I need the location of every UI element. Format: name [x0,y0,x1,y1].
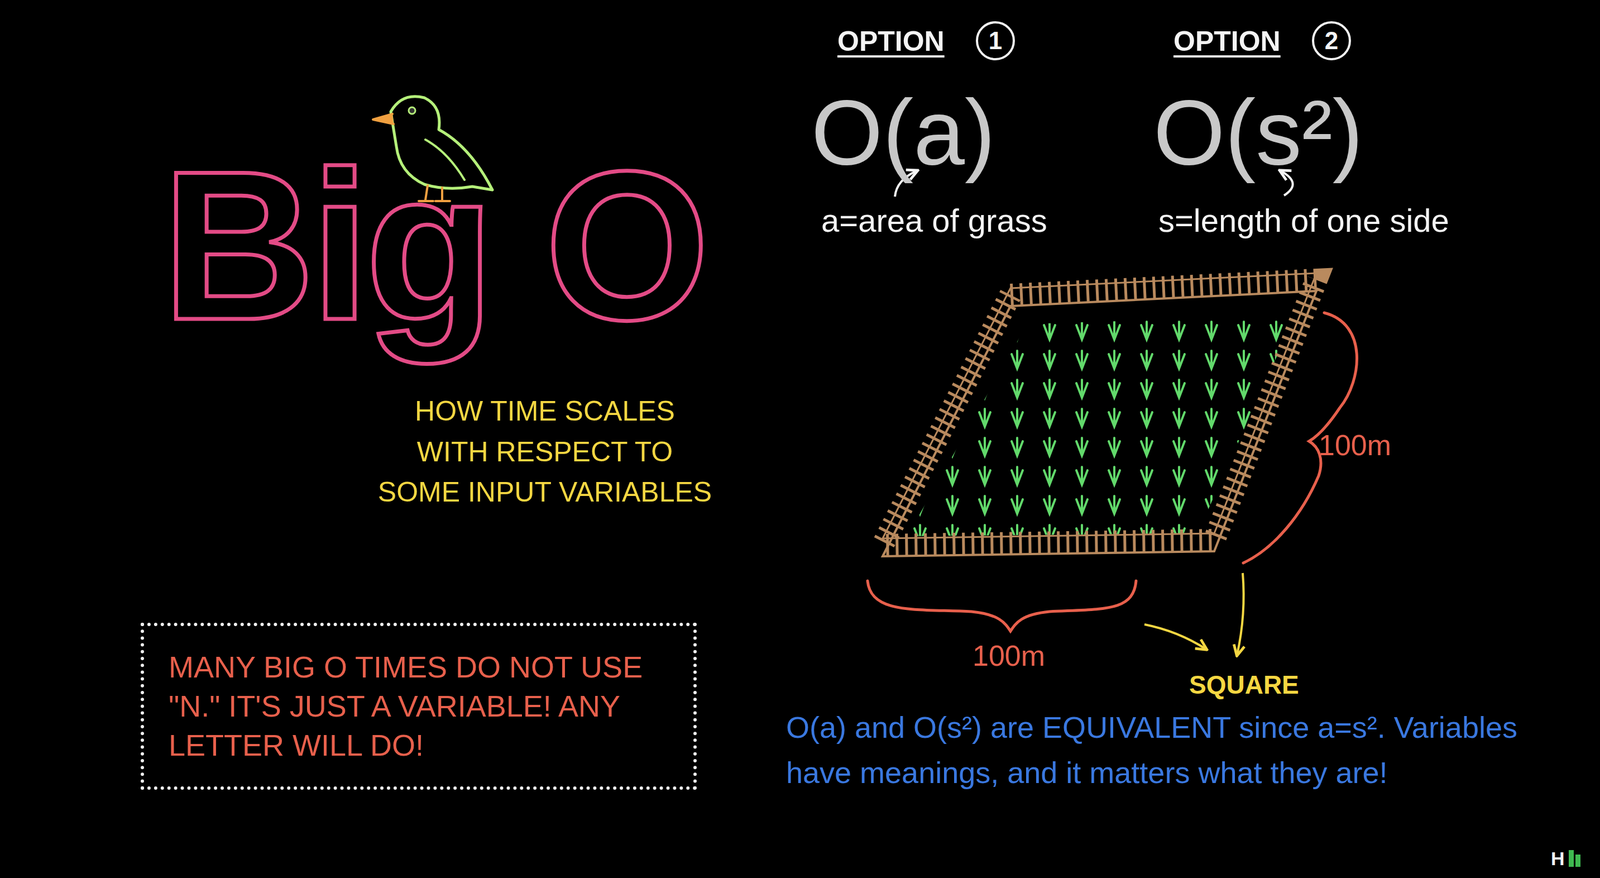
pointer-arrow [1237,572,1244,655]
note-text: MANY BIG O TIMES DO NOT USE "N." IT'S JU… [168,647,669,765]
bird-beak [372,113,394,124]
subtitle-note: HOW TIME SCALES WITH RESPECT TO SOME INP… [377,390,713,513]
dimension-label: 100m [972,639,1046,673]
option-heading: OPTION [1173,25,1281,59]
logo-bar [1575,854,1581,867]
logo-bar [1568,849,1574,867]
title-lettering: Big O [161,139,706,352]
explanation-note: O(a) and O(s²) are EQUIVALENT since a=s²… [786,704,1523,795]
circled-number: 1 [975,21,1015,61]
variable-definition: s=length of one side [1158,202,1450,240]
logo-watermark: H [1550,847,1565,870]
dimension-label: 100m [1318,428,1392,463]
bird-eye [408,107,416,114]
variable-definition: a=area of grass [821,202,1048,240]
complexity-formula: O(s²) [1153,86,1364,179]
shape-label: SQUARE [1189,669,1300,700]
dimension-brace [867,580,1137,631]
option-heading: OPTION [837,25,945,59]
note-box: MANY BIG O TIMES DO NOT USE "N." IT'S JU… [140,622,697,790]
pointer-arrow [1144,624,1206,649]
complexity-formula: O(a) [811,86,996,179]
fence-rail [882,272,1317,539]
circled-number: 2 [1311,21,1352,61]
fence-rail [882,290,1317,557]
fenced-field [882,272,1317,557]
